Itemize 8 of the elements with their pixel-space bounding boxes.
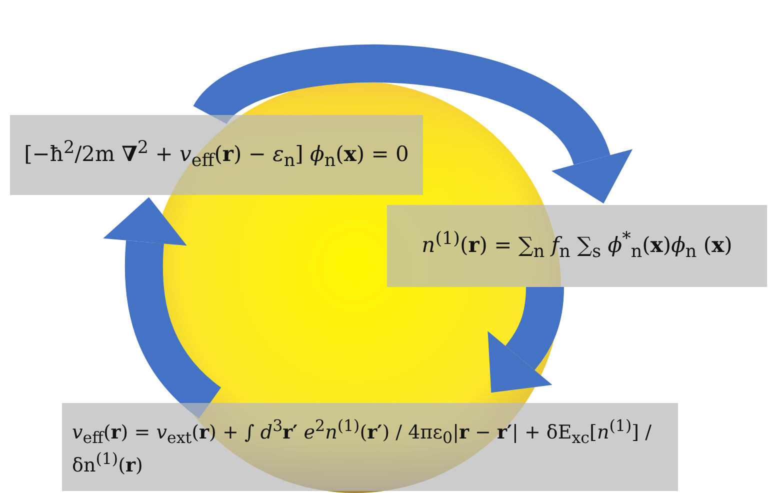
cycle-arrow (487, 286, 564, 394)
cycle-arrow (196, 44, 630, 200)
equation-box (10, 115, 423, 195)
equation: n$^{(1)}$(r) = ∑$_{n}$ f$_{n}$ ∑$_{s}$ ϕ$^{*}$$_{n}$(x)ϕ$_{n}$ (x) (422, 228, 732, 264)
equation: v$_{eff}$(r) = v$_{ext}$(r) + ∫ d$^{3}$r′ e$^{2}$n$^{(1)}$(r′) / 4πε$_{0}$|r − r′| + δE$_{xc}$[n$^{(1)}$] / δn$^{(1)}$(r) (72, 416, 652, 478)
equation-box (387, 205, 767, 287)
equation-box (62, 403, 678, 491)
equation: [−ħ$^{2}$/2m ∇$^{2}$ + v$_{eff}$(r) − ε$_{n}$] ϕ$_{n}$(x) = 0 (24, 137, 409, 173)
